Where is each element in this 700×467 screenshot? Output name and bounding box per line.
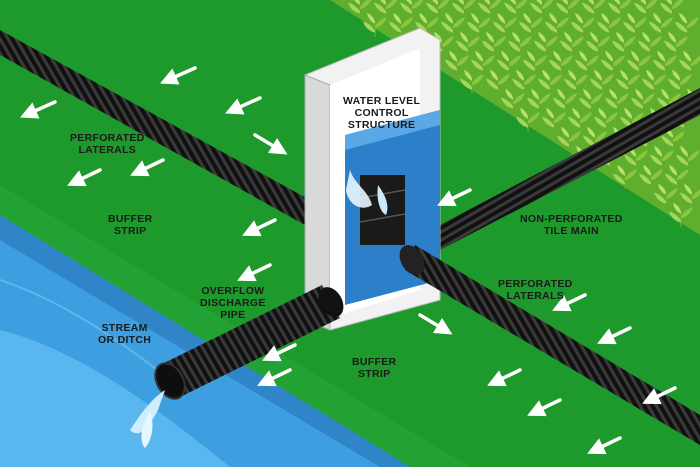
overflow-pipe-inlet <box>318 287 344 317</box>
stream-bank <box>0 215 410 467</box>
stream-shading-2 <box>0 279 171 381</box>
perforated-lateral-pipe-left <box>0 30 310 225</box>
label-overflow-discharge-pipe: OVERFLOW DISCHARGE PIPE <box>200 285 266 321</box>
label-stream-or-ditch: STREAM OR DITCH <box>98 322 152 346</box>
label-non-perforated-tile-main: NON-PERFORATED TILE MAIN <box>520 213 623 237</box>
tile-main-pipe <box>440 88 700 250</box>
label-buffer-strip-upper: BUFFER STRIP <box>108 213 153 237</box>
water-level-control-structure <box>304 27 441 331</box>
overflow-discharge-pipe <box>160 285 340 398</box>
label-perforated-laterals-right: PERFORATED LATERALS <box>498 278 573 302</box>
stream-shading <box>0 330 230 467</box>
label-buffer-strip-lower: BUFFER STRIP <box>352 356 397 380</box>
discharge-water-2 <box>141 412 153 448</box>
perforated-lateral-pipe-right <box>405 245 700 445</box>
label-perforated-laterals-left: PERFORATED LATERALS <box>70 132 145 156</box>
flow-arrows <box>20 66 677 455</box>
discharge-water <box>130 390 165 434</box>
label-water-level-control-structure: WATER LEVEL CONTROL STRUCTURE <box>343 95 421 131</box>
right-pipe-end <box>399 245 425 275</box>
overflow-pipe-outlet <box>154 362 186 400</box>
